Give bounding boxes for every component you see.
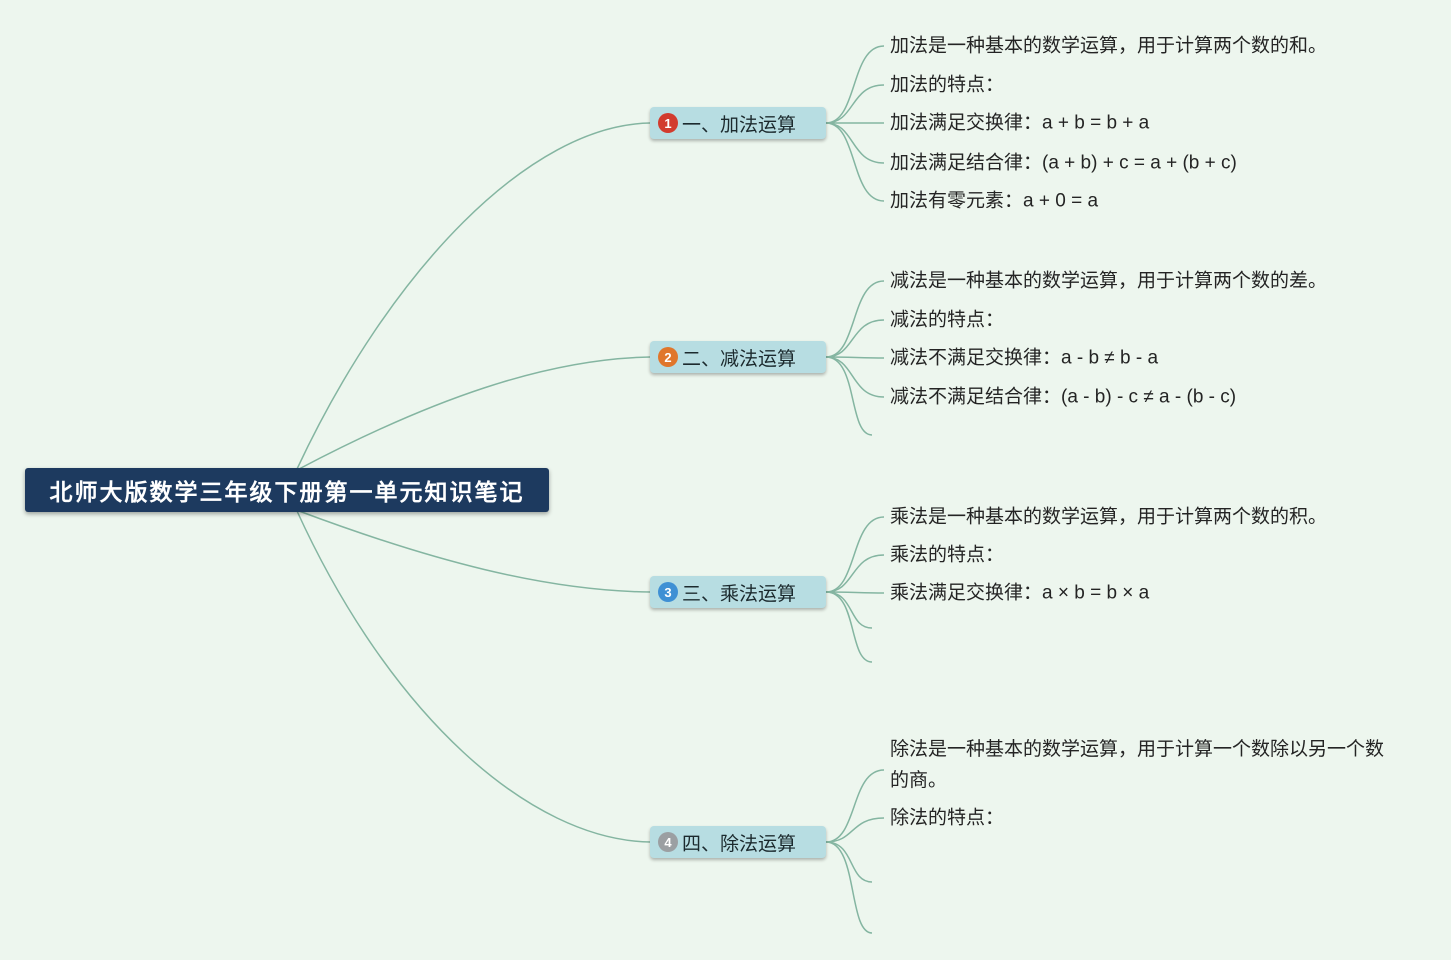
leaf-text[interactable]: 乘法满足交换律：a × b = b × a [890, 582, 1150, 604]
number-badge: 3 [658, 582, 678, 602]
leaf-text[interactable]: 加法满足交换律：a + b = b + a [890, 112, 1150, 134]
edge [825, 554, 885, 593]
topic-label: 二、减法运算 [682, 348, 797, 370]
edge [825, 319, 885, 358]
number-badge: 2 [658, 347, 678, 367]
leaf-text[interactable]: 减法不满足交换律：a - b ≠ b - a [890, 347, 1159, 369]
edge [825, 591, 885, 594]
edge [825, 769, 885, 843]
edge [825, 841, 873, 934]
leaf-text[interactable]: 乘法的特点： [890, 544, 1005, 566]
leaf-text[interactable]: 除法的特点： [890, 807, 1005, 829]
edge [825, 122, 885, 202]
edge [825, 516, 885, 593]
number-badge: 1 [658, 113, 678, 133]
topic-node-subtraction[interactable]: 2 二、减法运算 [650, 341, 826, 373]
edge [825, 84, 885, 124]
edge [825, 356, 873, 436]
edge [825, 817, 885, 843]
leaf-text[interactable]: 加法满足结合律：(a + b) + c = a + (b + c) [890, 152, 1237, 174]
topic-node-addition[interactable]: 1 一、加法运算 [650, 107, 826, 139]
edge [825, 841, 873, 883]
edge [825, 356, 885, 359]
root-node[interactable]: 北师大版数学三年级下册第一单元知识笔记 [25, 468, 549, 512]
edge [825, 591, 873, 629]
edge [298, 356, 651, 470]
edge [825, 45, 885, 124]
edge [298, 510, 651, 593]
topic-node-division[interactable]: 4 四、除法运算 [650, 826, 826, 858]
leaf-text[interactable]: 减法是一种基本的数学运算，用于计算两个数的差。 [890, 270, 1328, 292]
leaf-text[interactable]: 加法是一种基本的数学运算，用于计算两个数的和。 [890, 35, 1328, 57]
edge [825, 356, 885, 398]
topic-label: 三、乘法运算 [682, 583, 797, 605]
edge [825, 280, 885, 358]
edge [825, 591, 873, 663]
edge [825, 122, 885, 164]
leaf-text[interactable]: 加法有零元素：a + 0 = a [890, 190, 1099, 212]
leaf-text[interactable]: 减法不满足结合律：(a - b) - c ≠ a - (b - c) [890, 386, 1237, 408]
leaf-text[interactable]: 除法是一种基本的数学运算，用于计算一个数除以另一个数的商。 [890, 739, 1385, 791]
topic-label: 一、加法运算 [682, 114, 797, 136]
number-badge: 4 [658, 832, 678, 852]
leaf-text[interactable]: 减法的特点： [890, 309, 1005, 331]
topic-label: 四、除法运算 [682, 833, 797, 855]
edge [296, 122, 651, 470]
leaf-text[interactable]: 加法的特点： [890, 74, 1005, 96]
leaf-text[interactable]: 乘法是一种基本的数学运算，用于计算两个数的积。 [890, 506, 1328, 528]
topic-node-multiplication[interactable]: 3 三、乘法运算 [650, 576, 826, 608]
edge [296, 510, 651, 843]
